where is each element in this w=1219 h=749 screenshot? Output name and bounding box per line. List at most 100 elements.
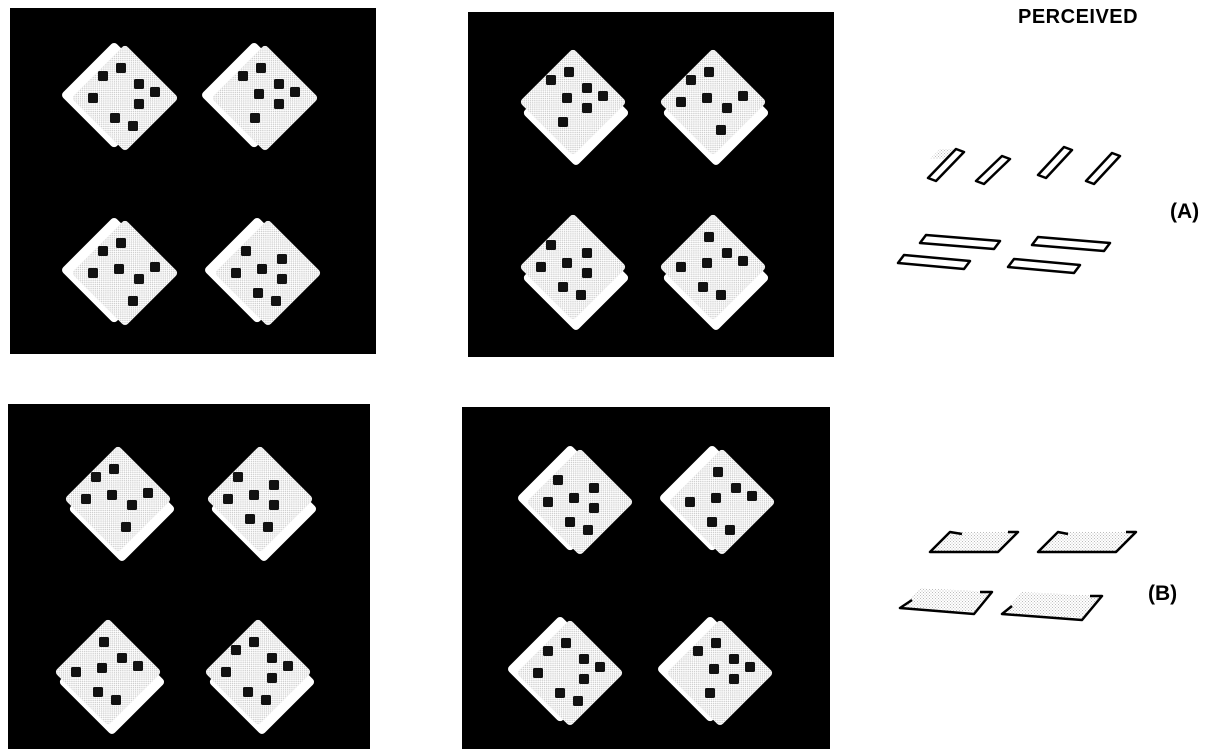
dot-mark <box>150 87 160 97</box>
dot-mark <box>150 262 160 272</box>
dot-mark <box>271 296 281 306</box>
perceived-a-bar-7 <box>1032 237 1110 251</box>
dot-mark <box>274 79 284 89</box>
diamond-card-1 <box>515 48 633 166</box>
dot-mark <box>221 667 231 677</box>
dot-mark <box>543 646 553 656</box>
dot-mark <box>546 240 556 250</box>
stimulus-b-left-drawing <box>8 404 370 749</box>
dot-mark <box>698 282 708 292</box>
dot-mark <box>558 282 568 292</box>
dot-mark <box>576 290 586 300</box>
dot-mark <box>693 646 703 656</box>
dot-mark <box>582 248 592 258</box>
dot-mark <box>243 687 253 697</box>
dot-mark <box>254 89 264 99</box>
dot-mark <box>231 645 241 655</box>
card-front <box>64 445 171 552</box>
dot-mark <box>579 654 589 664</box>
diamond-card-4 <box>201 618 318 735</box>
dot-mark <box>595 662 605 672</box>
dot-mark <box>725 525 735 535</box>
dot-mark <box>250 113 260 123</box>
dot-mark <box>127 500 137 510</box>
dot-mark <box>583 525 593 535</box>
dot-mark <box>573 696 583 706</box>
dot-mark <box>261 695 271 705</box>
dot-mark <box>676 262 686 272</box>
card-front <box>204 618 311 725</box>
card-front <box>659 48 766 155</box>
card-front <box>668 448 775 555</box>
perceived-b-drawing <box>890 520 1150 650</box>
dot-mark <box>269 480 279 490</box>
card-front <box>519 48 626 155</box>
card-front <box>54 618 161 725</box>
dot-mark <box>536 262 546 272</box>
dot-mark <box>88 268 98 278</box>
dot-mark <box>704 67 714 77</box>
stimulus-panel-a-left <box>10 8 376 354</box>
card-front <box>71 219 178 326</box>
dot-mark <box>589 483 599 493</box>
dot-mark <box>143 488 153 498</box>
dot-mark <box>290 87 300 97</box>
dot-mark <box>128 121 138 131</box>
dot-mark <box>533 668 543 678</box>
perceived-a-bar-2 <box>976 156 1010 184</box>
dot-mark <box>98 71 108 81</box>
card-front <box>666 619 773 726</box>
diamond-card-3 <box>51 618 168 735</box>
stimulus-a-right-drawing <box>468 12 834 357</box>
dot-mark <box>686 75 696 85</box>
diamond-card-2 <box>655 48 773 166</box>
dot-mark <box>88 93 98 103</box>
dot-mark <box>263 522 273 532</box>
card-front <box>206 445 313 552</box>
dot-mark <box>729 654 739 664</box>
dot-mark <box>93 687 103 697</box>
dot-mark <box>134 99 144 109</box>
dot-mark <box>107 490 117 500</box>
stimulus-a-left-drawing <box>10 8 376 354</box>
dot-mark <box>589 503 599 513</box>
dot-mark <box>238 71 248 81</box>
dot-mark <box>249 637 259 647</box>
dot-mark <box>117 653 127 663</box>
dot-mark <box>704 232 714 242</box>
dot-mark <box>553 475 563 485</box>
perceived-a-bar-5 <box>920 235 1000 249</box>
dot-mark <box>277 274 287 284</box>
diamond-card-3 <box>506 612 623 729</box>
stimulus-panel-b-left <box>8 404 370 749</box>
dot-mark <box>716 125 726 135</box>
dot-mark <box>71 667 81 677</box>
dot-mark <box>109 464 119 474</box>
stimulus-panel-a-right <box>468 12 834 357</box>
card-front <box>71 44 178 151</box>
card-front <box>516 619 623 726</box>
dot-mark <box>546 75 556 85</box>
dot-mark <box>231 268 241 278</box>
dot-mark <box>249 490 259 500</box>
dot-mark <box>257 264 267 274</box>
dot-mark <box>267 653 277 663</box>
dot-mark <box>128 296 138 306</box>
dot-mark <box>745 662 755 672</box>
dot-mark <box>711 638 721 648</box>
dot-mark <box>134 274 144 284</box>
perceived-a-bar-3 <box>1038 147 1072 178</box>
dot-mark <box>711 493 721 503</box>
dot-mark <box>223 494 233 504</box>
dot-mark <box>685 497 695 507</box>
dot-mark <box>267 673 277 683</box>
perceived-a-bar-6 <box>898 255 970 269</box>
dot-mark <box>133 661 143 671</box>
dot-mark <box>99 637 109 647</box>
dot-mark <box>111 695 121 705</box>
card-front <box>214 219 321 326</box>
dot-mark <box>561 638 571 648</box>
dot-mark <box>713 467 723 477</box>
perceived-header: PERCEIVED <box>1018 6 1138 29</box>
dot-mark <box>738 91 748 101</box>
